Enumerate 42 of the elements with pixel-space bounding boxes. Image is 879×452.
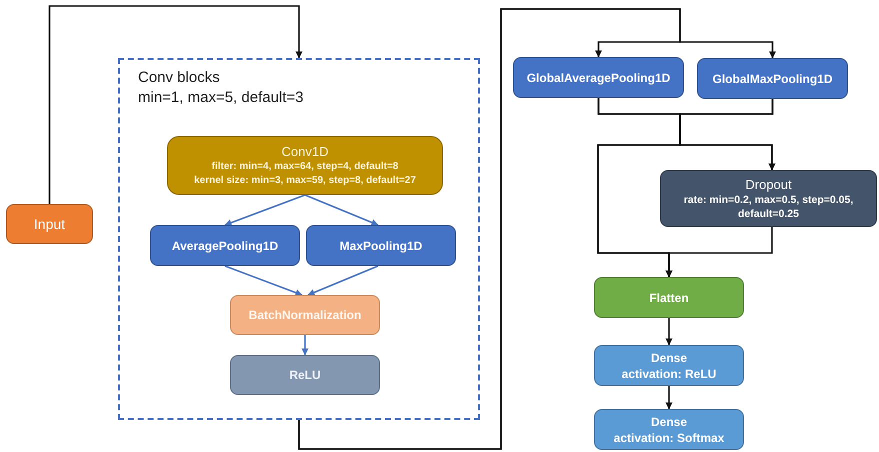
- process-box: [150, 225, 300, 266]
- process-box: [230, 355, 380, 395]
- node-title: Conv blocks: [138, 68, 220, 88]
- arrow: [224, 265, 302, 296]
- arrow: [298, 8, 776, 450]
- node-detail: rate: min=0.2, max=0.5, step=0.05, default=0.25: [682, 193, 854, 221]
- node-title: GlobalAveragePooling1D: [526, 70, 670, 86]
- process-box: [660, 170, 877, 227]
- node-title: Conv1D: [282, 143, 328, 160]
- node-title: Dropout: [745, 176, 792, 193]
- arrow: [224, 194, 306, 226]
- arrow: [666, 386, 672, 410]
- input-box: [6, 204, 93, 244]
- node-title: Input: [34, 214, 66, 234]
- node-title: Flatten: [649, 290, 689, 306]
- arrow: [48, 5, 302, 204]
- dashed-group-box: [118, 58, 480, 420]
- node-detail: kernel size: min=3, max=59, step=8, default=27: [194, 174, 416, 188]
- node-title: AveragePooling1D: [172, 238, 278, 254]
- arrow: [666, 227, 773, 278]
- arrow: [666, 318, 672, 346]
- node-detail: filter: min=4, max=64, step=4, default=8: [212, 160, 398, 174]
- process-box: [697, 58, 848, 99]
- node-detail: activation: Softmax: [614, 430, 724, 446]
- node-detail: min=1, max=5, default=3: [138, 88, 304, 108]
- arrow: [304, 194, 378, 226]
- node-title: Dense: [650, 350, 688, 366]
- process-box: [306, 225, 456, 266]
- process-box: [167, 136, 443, 195]
- node-title: MaxPooling1D: [340, 238, 422, 254]
- node-title: GlobalMaxPooling1D: [712, 70, 832, 88]
- node-title: ReLU: [289, 367, 321, 384]
- process-box: [594, 345, 744, 386]
- process-box: [513, 57, 684, 98]
- node-detail: activation: ReLU: [622, 366, 716, 382]
- process-box: [230, 295, 380, 335]
- process-box: [594, 277, 744, 318]
- arrow: [302, 335, 308, 356]
- node-title: Dense: [650, 414, 688, 430]
- arrow: [308, 265, 378, 296]
- node-title: BatchNormalization: [248, 307, 362, 324]
- process-box: [594, 409, 744, 450]
